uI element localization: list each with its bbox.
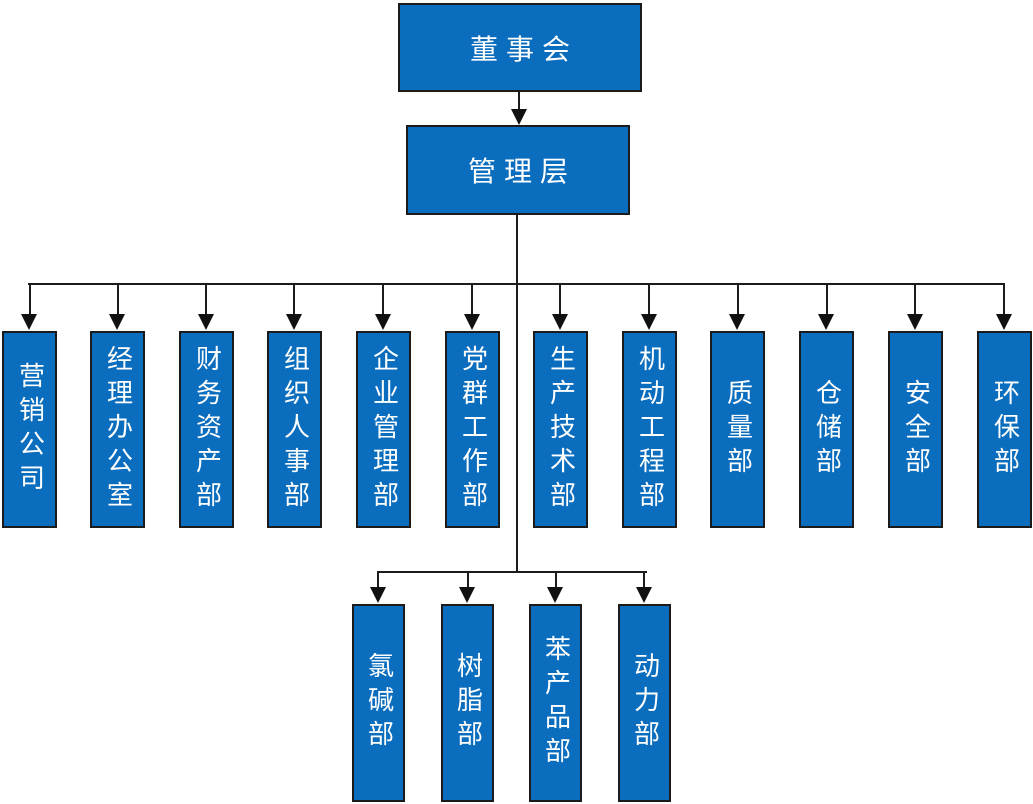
arrowhead-dept-2 — [109, 314, 125, 330]
arrowhead-dept-1 — [21, 314, 37, 330]
node-label: 财务资产部 — [192, 344, 222, 515]
arrowhead-dept-10 — [818, 314, 834, 330]
connector-drop-11 — [914, 285, 916, 314]
dept-power: 动力部 — [618, 604, 671, 802]
node-label: 质量部 — [723, 378, 753, 481]
arrowhead-dept-11 — [907, 314, 923, 330]
dept-chlor-alkali: 氯碱部 — [352, 604, 405, 802]
dept-warehouse: 仓储部 — [799, 331, 854, 528]
connector-drop-5 — [382, 285, 384, 314]
node-label: 营销公司 — [15, 361, 45, 498]
arrowhead-dept-8 — [641, 314, 657, 330]
dept-mechanical-engineering: 机动工程部 — [622, 331, 677, 528]
connector-root-to-management — [518, 92, 520, 110]
connector-central-stem — [516, 285, 518, 572]
dept-enterprise-management: 企业管理部 — [356, 331, 411, 528]
dept-safety: 安全部 — [888, 331, 943, 528]
connector-subdrop-3 — [555, 572, 557, 588]
dept-finance-assets: 财务资产部 — [179, 331, 234, 528]
arrowhead-subdept-1 — [370, 587, 386, 603]
connector-drop-9 — [737, 285, 739, 314]
dept-quality: 质量部 — [710, 331, 765, 528]
dept-marketing-company: 营销公司 — [2, 331, 57, 528]
connector-management-stem — [516, 215, 518, 284]
connector-drop-2 — [117, 285, 119, 314]
node-label: 安全部 — [901, 378, 931, 481]
node-label: 党群工作部 — [458, 344, 488, 515]
connector-subdrop-2 — [467, 572, 469, 588]
arrowhead-dept-4 — [286, 314, 302, 330]
dept-environmental-protection: 环保部 — [977, 331, 1032, 528]
connector-drop-3 — [205, 285, 207, 314]
node-label: 氯碱部 — [364, 652, 394, 754]
arrowhead-subdept-2 — [459, 587, 475, 603]
arrowhead-subdept-3 — [547, 587, 563, 603]
node-label: 经理办公室 — [103, 344, 133, 515]
dept-resin: 树脂部 — [441, 604, 494, 802]
dept-benzene-products: 苯产品部 — [529, 604, 582, 802]
node-label: 树脂部 — [453, 652, 483, 754]
node-management: 管理层 — [406, 125, 630, 215]
node-label: 董事会 — [469, 34, 578, 66]
arrowhead-dept-5 — [375, 314, 391, 330]
node-label: 生产技术部 — [546, 344, 576, 515]
dept-manager-office: 经理办公室 — [90, 331, 145, 528]
connector-drop-1 — [29, 285, 31, 314]
connector-subdrop-4 — [643, 572, 645, 588]
arrowhead-dept-7 — [552, 314, 568, 330]
connector-drop-10 — [826, 285, 828, 314]
arrowhead-dept-3 — [198, 314, 214, 330]
node-label: 机动工程部 — [635, 344, 665, 515]
connector-drop-4 — [293, 285, 295, 314]
dept-production-technology: 生产技术部 — [533, 331, 588, 528]
connector-drop-7 — [559, 285, 561, 314]
dept-organization-personnel: 组织人事部 — [267, 331, 322, 528]
node-board-of-directors: 董事会 — [398, 3, 642, 92]
connector-subdrop-1 — [377, 572, 379, 588]
arrowhead-subdept-4 — [636, 587, 652, 603]
arrowhead-dept-12 — [996, 314, 1012, 330]
connector-level2-rail — [377, 571, 647, 573]
connector-level1-rail — [28, 283, 1005, 285]
arrowhead-dept-6 — [464, 314, 480, 330]
node-label: 管理层 — [467, 157, 576, 188]
arrowhead-management — [511, 109, 527, 125]
node-label: 环保部 — [990, 378, 1020, 481]
node-label: 企业管理部 — [369, 344, 399, 515]
connector-drop-8 — [648, 285, 650, 314]
connector-drop-6 — [471, 285, 473, 314]
node-label: 苯产品部 — [541, 635, 571, 771]
node-label: 组织人事部 — [280, 344, 310, 515]
node-label: 动力部 — [630, 652, 660, 754]
dept-party-mass-work: 党群工作部 — [445, 331, 500, 528]
node-label: 仓储部 — [812, 378, 842, 481]
connector-drop-12 — [1003, 285, 1005, 314]
arrowhead-dept-9 — [729, 314, 745, 330]
